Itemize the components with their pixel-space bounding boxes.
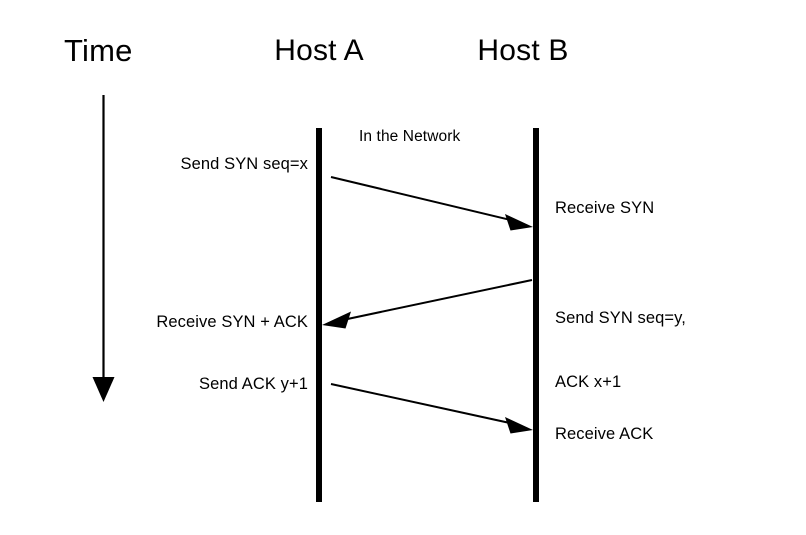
time-axis-title: Time: [64, 33, 133, 68]
lifeline-title-host-a: Host A: [274, 34, 364, 67]
message-label-receive-ack: Receive ACK: [555, 425, 654, 443]
message-label-send-syn: Send SYN seq=x: [180, 155, 308, 173]
message-arrow-syn-ack: [322, 279, 533, 329]
message-label-send-ack: Send ACK y+1: [199, 375, 308, 393]
message-arrow-ack: [330, 383, 533, 434]
message-arrow-syn: [330, 176, 533, 231]
time-axis-arrow: [92, 95, 115, 402]
network-region-label: In the Network: [359, 128, 461, 145]
message-label-send-syn-ack-line1: Send SYN seq=y,: [555, 309, 686, 328]
message-label-send-syn-ack: Send SYN seq=y, ACK x+1: [555, 266, 686, 435]
message-label-send-syn-ack-line2: ACK x+1: [555, 372, 622, 391]
message-label-receive-syn-ack: Receive SYN + ACK: [156, 313, 308, 331]
message-label-receive-syn: Receive SYN: [555, 199, 655, 217]
lifeline-title-host-b: Host B: [477, 34, 569, 67]
